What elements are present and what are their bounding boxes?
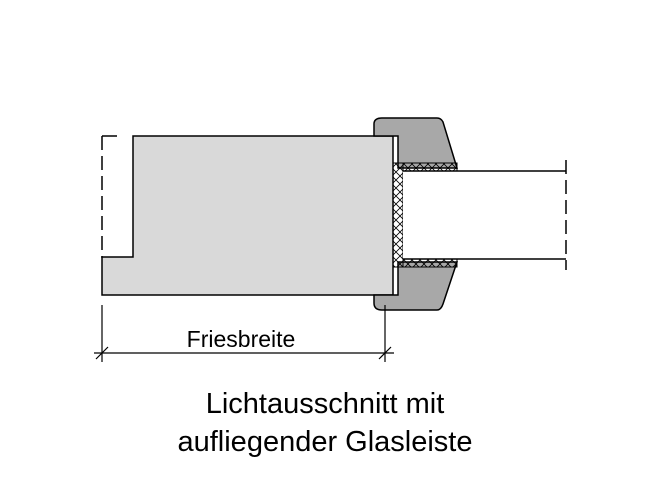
dimension-label: Friesbreite [187, 326, 296, 352]
caption-line-2: aufliegender Glasleiste [177, 426, 473, 458]
break-line [101, 135, 117, 258]
glazing-bead-bottom [373, 261, 459, 311]
glass-pane [403, 160, 567, 270]
dimension-line [94, 305, 394, 362]
frame-profile [101, 135, 394, 296]
caption-line-1: Lichtausschnitt mit [205, 388, 445, 420]
